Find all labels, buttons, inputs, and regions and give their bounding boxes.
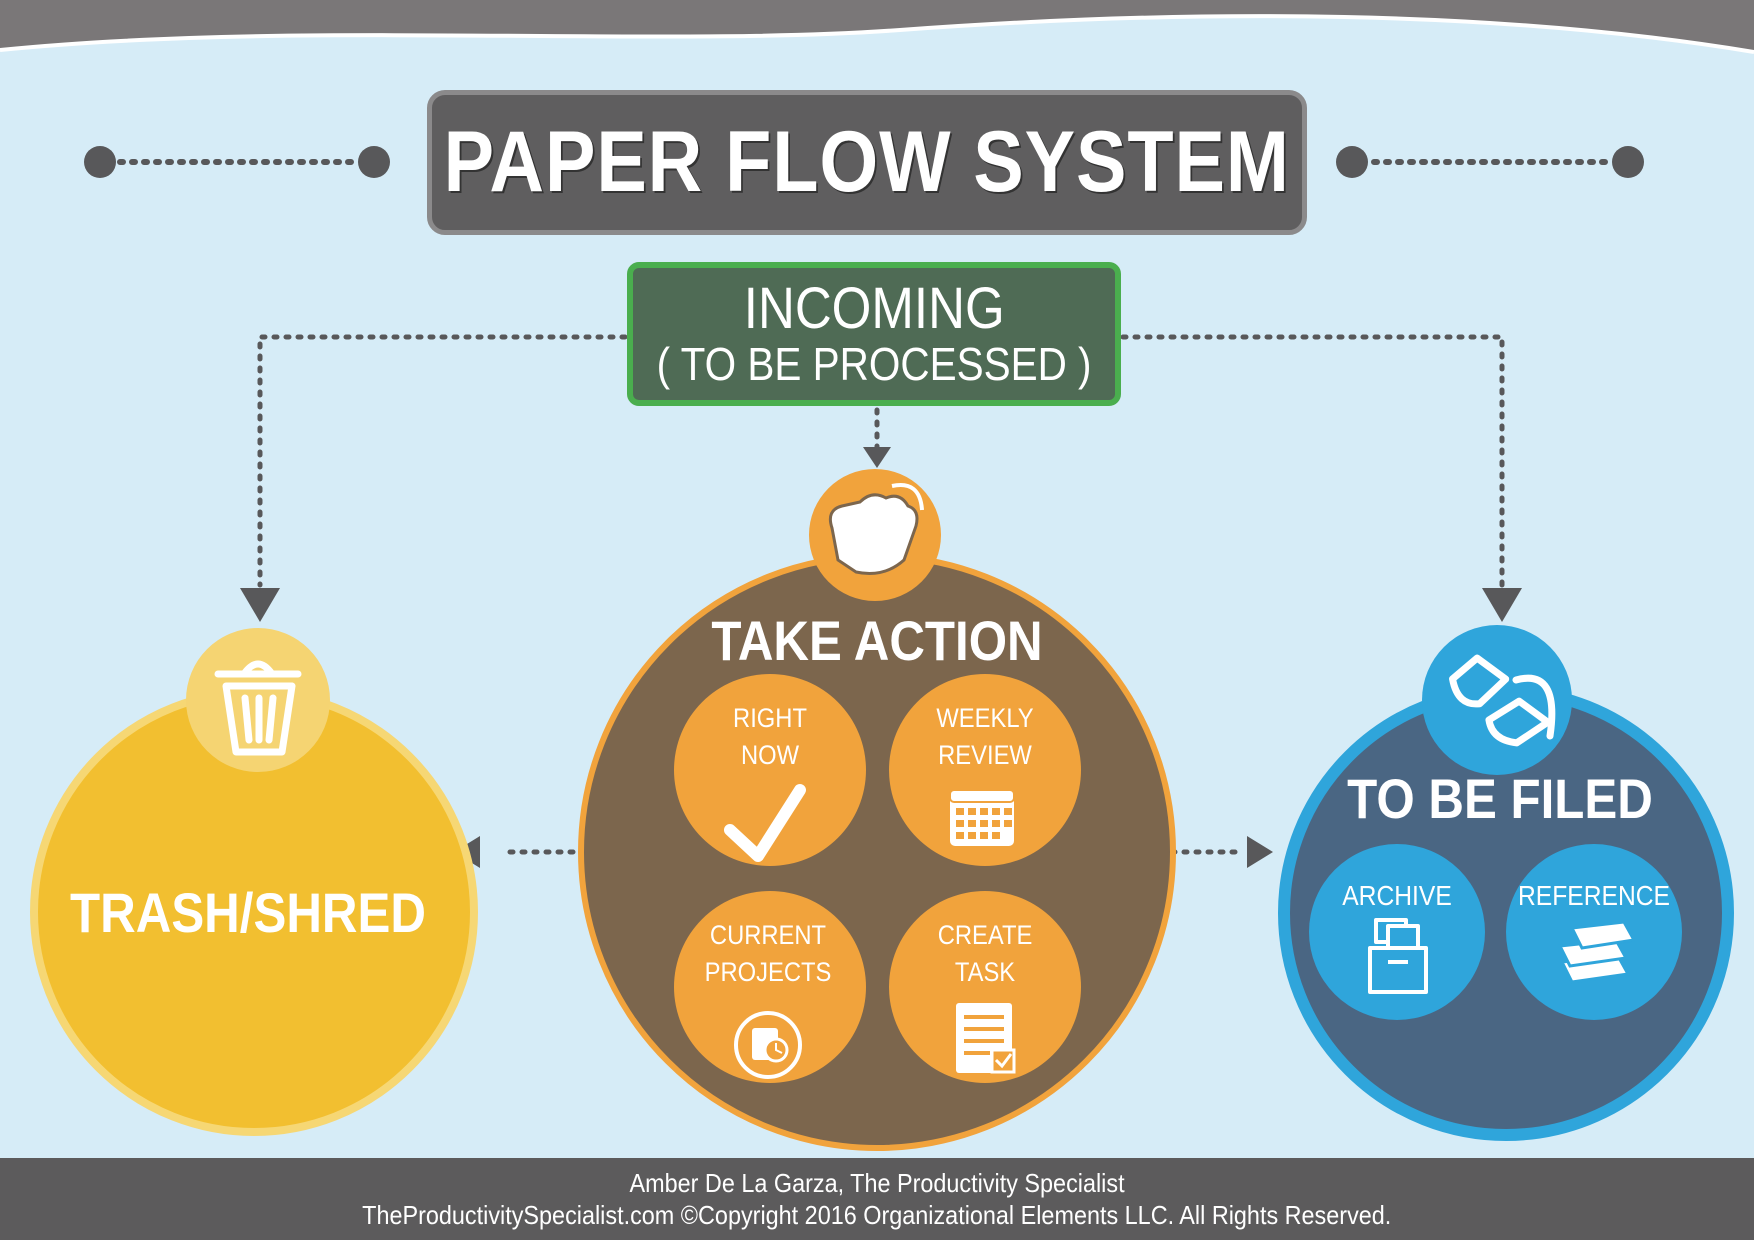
footer: Amber De La Garza, The Productivity Spec… [0,1158,1754,1240]
project-clock-icon [734,1011,802,1079]
right-dot-inner [1336,146,1368,178]
current-projects-line2: PROJECTS [704,957,832,987]
footer-author: Amber De La Garza, The Productivity Spec… [629,1168,1125,1198]
archive-label: ARCHIVE [1342,880,1452,911]
create-task-label: CREATE TASK [938,917,1033,991]
left-dot-outer [84,146,116,178]
take-action-label: TAKE ACTION [711,609,1043,672]
task-document-icon [956,1003,1016,1074]
trash-label: TRASH/SHRED [70,881,426,944]
left-dot-inner [358,146,390,178]
calendar-icon [949,789,1015,846]
arrowhead-right [1247,836,1273,868]
to-be-filed-circle [1278,685,1734,1141]
take-action-icon-badge [809,469,941,601]
page-title: PAPER FLOW SYSTEM [443,114,1291,210]
reference-circle [1506,844,1682,1020]
arrowhead-action [863,447,891,468]
right-dot-outer [1612,146,1644,178]
arrowhead-filed [1482,588,1522,622]
arrowhead-left [454,836,480,868]
weekly-review-line1: WEEKLY [936,703,1034,733]
incoming-box: INCOMING ( TO BE PROCESSED ) [627,262,1121,406]
right-now-label: RIGHT NOW [733,700,807,774]
connector-to-trash [257,334,628,588]
bucket-icon [1449,654,1556,747]
title-box: PAPER FLOW SYSTEM [427,90,1307,235]
arrowhead-trash [240,588,280,622]
trash-can-icon [214,660,302,756]
connector-to-filed [1120,334,1505,588]
current-projects-label: CURRENT PROJECTS [705,917,832,991]
right-now-line2: NOW [740,740,800,770]
create-task-line2: TASK [954,957,1016,987]
reference-label: REFERENCE [1518,880,1670,911]
header-wave [0,0,1754,54]
books-icon [1557,920,1637,984]
create-task-line1: CREATE [937,920,1033,950]
weekly-review-label: WEEKLY REVIEW [936,700,1033,774]
right-now-line1: RIGHT [733,703,807,733]
to-be-filed-icon-badge [1422,625,1572,775]
archive-circle [1309,844,1485,1020]
footer-copyright: TheProductivitySpecialist.com ©Copyright… [362,1200,1392,1230]
incoming-title: INCOMING [743,276,1005,342]
current-projects-line1: CURRENT [709,920,827,950]
weekly-review-line2: REVIEW [938,740,1032,770]
trash-icon-badge [186,628,330,772]
to-be-filed-label: TO BE FILED [1347,767,1653,830]
incoming-subtitle: ( TO BE PROCESSED ) [656,338,1092,391]
checkmark-icon [724,784,806,862]
archive-box-icon [1368,918,1428,994]
grabbing-hand-icon [828,483,924,575]
